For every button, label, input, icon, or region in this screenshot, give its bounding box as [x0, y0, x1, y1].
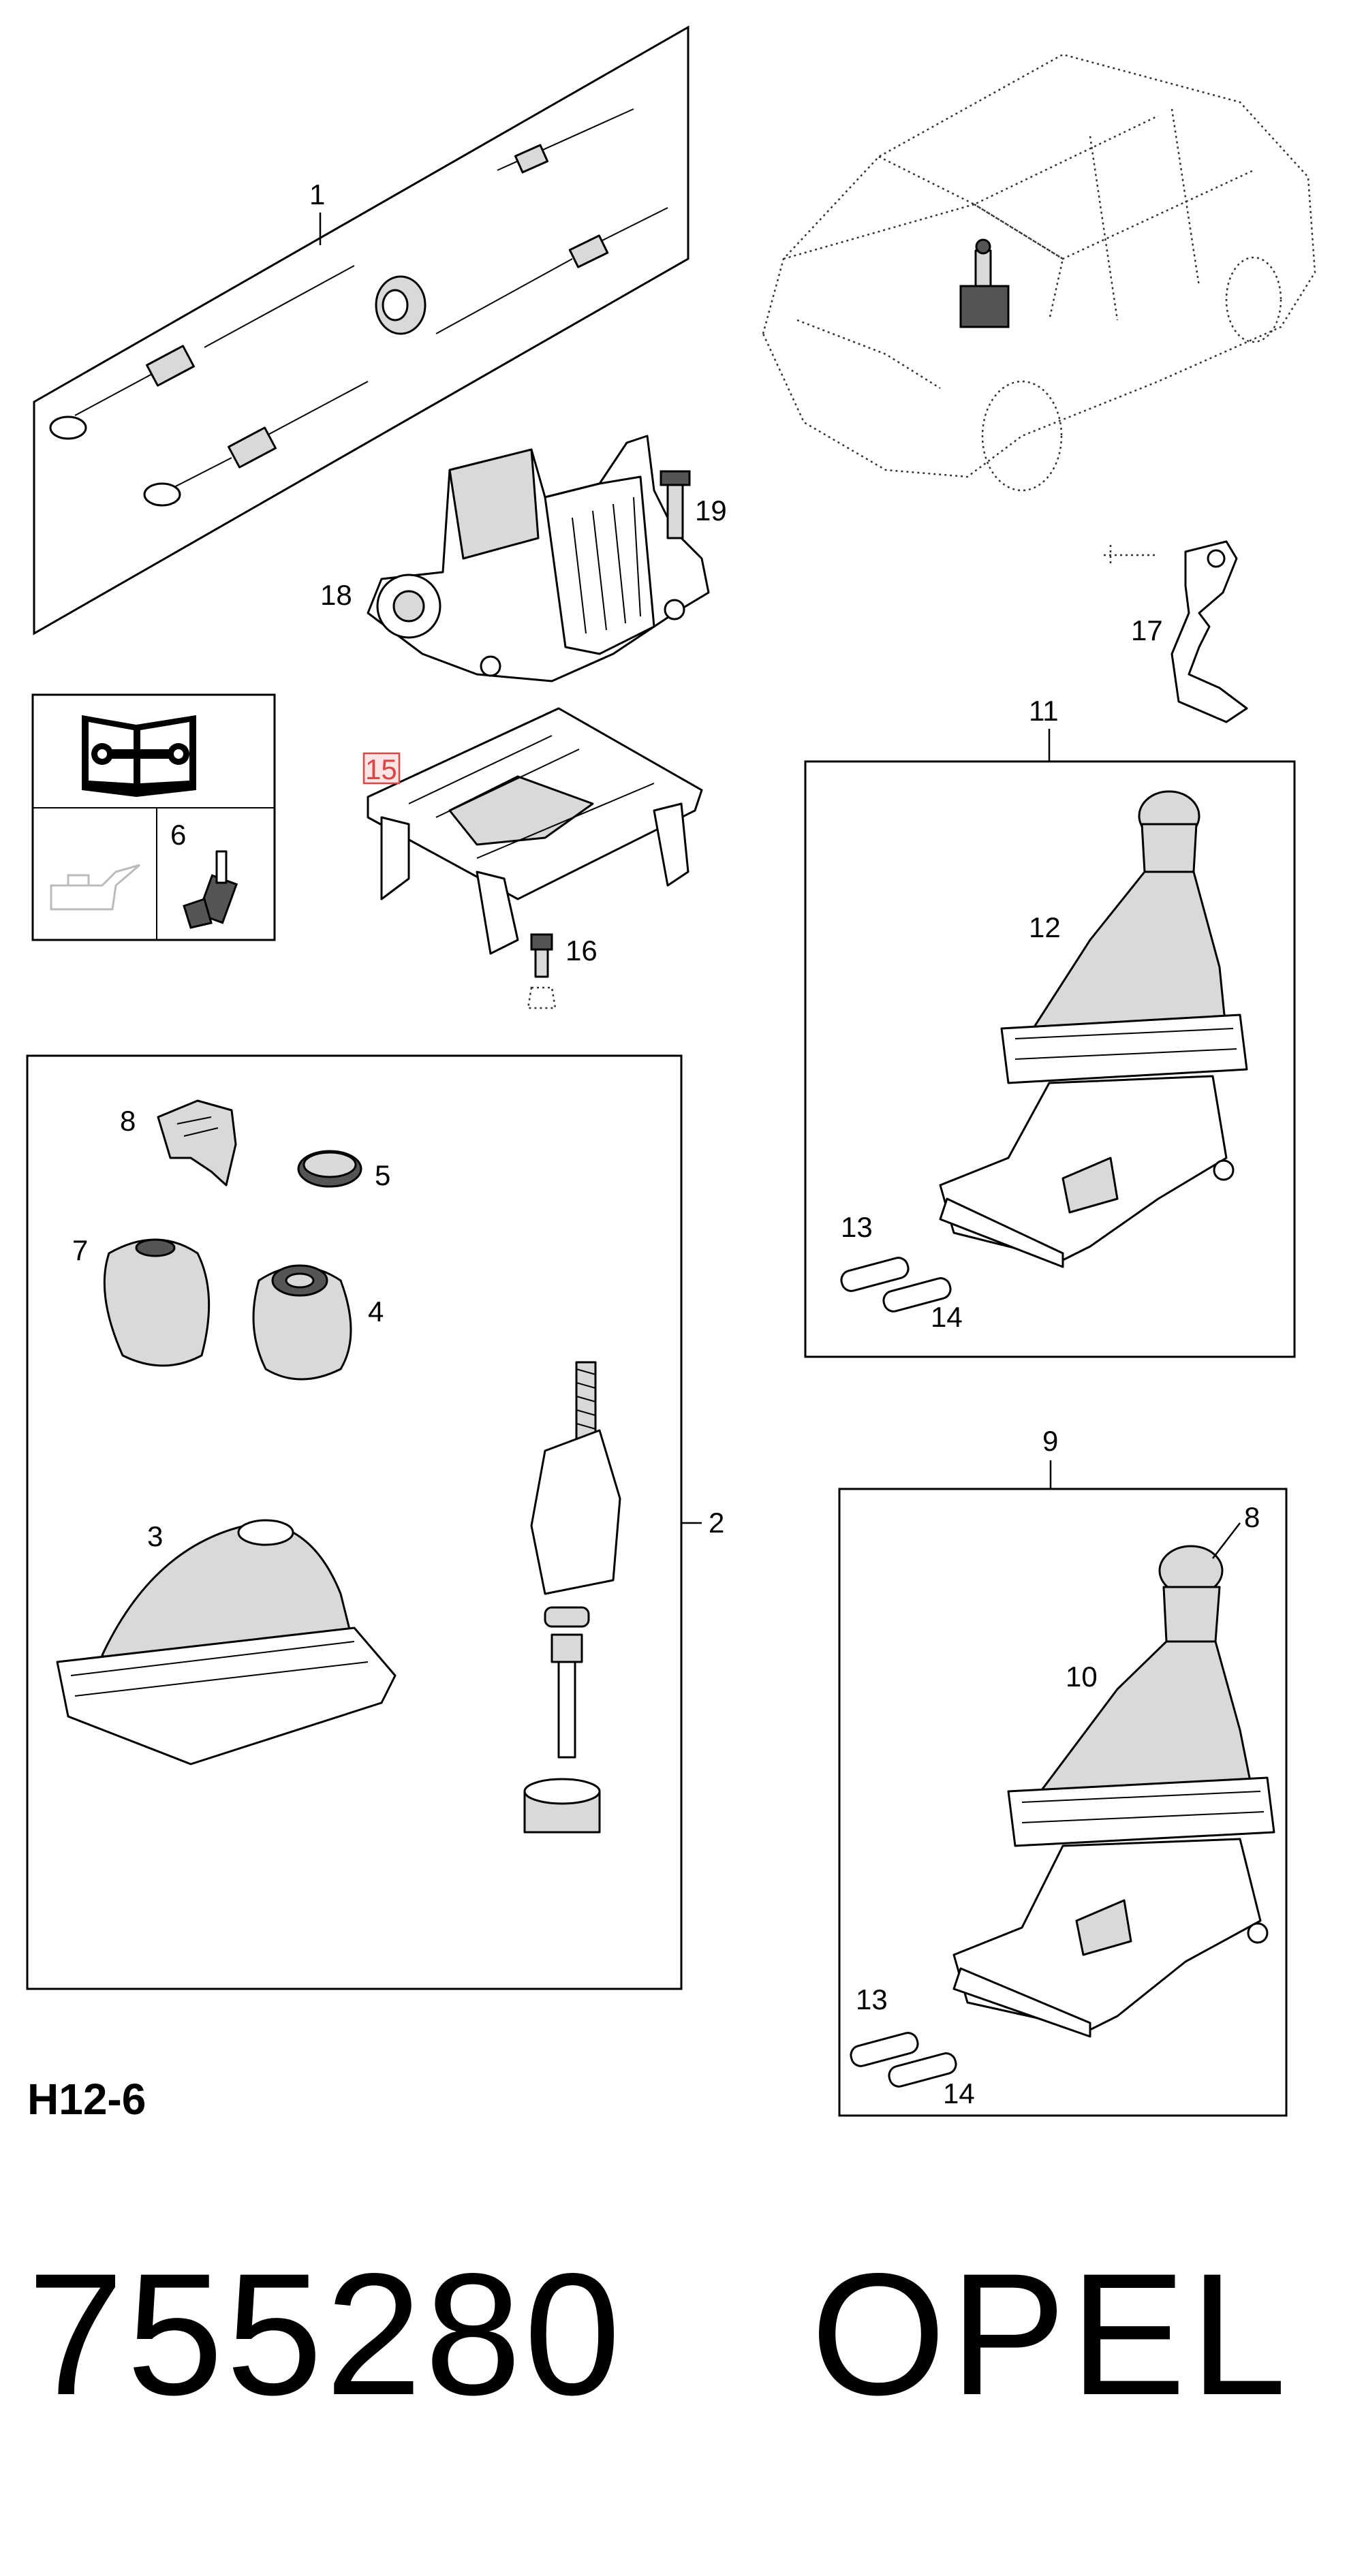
callout-8a: 8 — [120, 1105, 136, 1137]
shifter-assembly-11-box: 11 12 13 14 — [804, 695, 1296, 1358]
knob-cap-5: 5 — [297, 1150, 390, 1191]
callout-11: 11 — [1029, 695, 1059, 727]
shift-lever-rod — [523, 1361, 621, 1834]
callout-2: 2 — [709, 1507, 724, 1539]
callout-16: 16 — [565, 934, 598, 967]
callout-17: 17 — [1131, 614, 1163, 646]
callout-12: 12 — [1029, 911, 1061, 943]
pins-13-14-b: 13 14 — [850, 1983, 975, 2109]
callout-13a: 13 — [841, 1211, 873, 1243]
shift-knob-7: 7 — [72, 1234, 211, 1367]
shift-lever-2-box: 2 8 5 7 4 — [26, 1054, 724, 1990]
callout-19: 19 — [695, 494, 727, 527]
diagram-code: H12-6 — [27, 2075, 146, 2124]
knob-insert-8: 8 — [120, 1099, 237, 1187]
vehicle-location-view — [762, 53, 1316, 492]
callout-4: 4 — [368, 1295, 384, 1328]
callout-8b: 8 — [1244, 1501, 1260, 1533]
shift-plate-15: 15 — [362, 707, 703, 955]
callout-18: 18 — [320, 579, 352, 611]
shift-knob-4: 4 — [252, 1264, 384, 1381]
callout-13b: 13 — [856, 1983, 888, 2015]
callout-9: 9 — [1042, 1425, 1058, 1457]
callout-7: 7 — [72, 1234, 88, 1266]
shift-housing-18: 18 — [320, 435, 710, 682]
callout-14b: 14 — [943, 2077, 975, 2109]
adhesive-bottle-icon: 6 — [170, 819, 238, 929]
callout-10: 10 — [1066, 1661, 1098, 1693]
bolt-19: 19 — [660, 470, 727, 539]
shift-boot-3: 3 — [56, 1519, 397, 1765]
highlight-box-15 — [362, 752, 401, 785]
callout-14a: 14 — [931, 1301, 963, 1333]
manual-book-wrench-icon — [82, 715, 196, 797]
callout-15: 15 — [365, 753, 397, 785]
callout-3: 3 — [147, 1520, 163, 1552]
lever-17: 17 — [1104, 540, 1248, 723]
cable-assembly-group: 1 — [33, 25, 689, 635]
part-number: 755280 — [27, 2237, 623, 2432]
bolt-16: 16 — [527, 933, 598, 1009]
oil-can-icon — [50, 864, 140, 911]
pins-13-14-a: 13 14 — [840, 1211, 963, 1333]
cable-group-frame — [33, 25, 689, 635]
shifter-location-marker — [959, 238, 1010, 328]
service-icons-box: 6 — [31, 693, 276, 941]
callout-6: 6 — [170, 819, 186, 851]
callout-5: 5 — [375, 1159, 390, 1191]
callout-1: 1 — [309, 178, 325, 210]
brand-name: OPEL — [811, 2237, 1291, 2432]
shifter-assembly-9-box: 9 8 10 13 14 — [838, 1425, 1288, 2117]
